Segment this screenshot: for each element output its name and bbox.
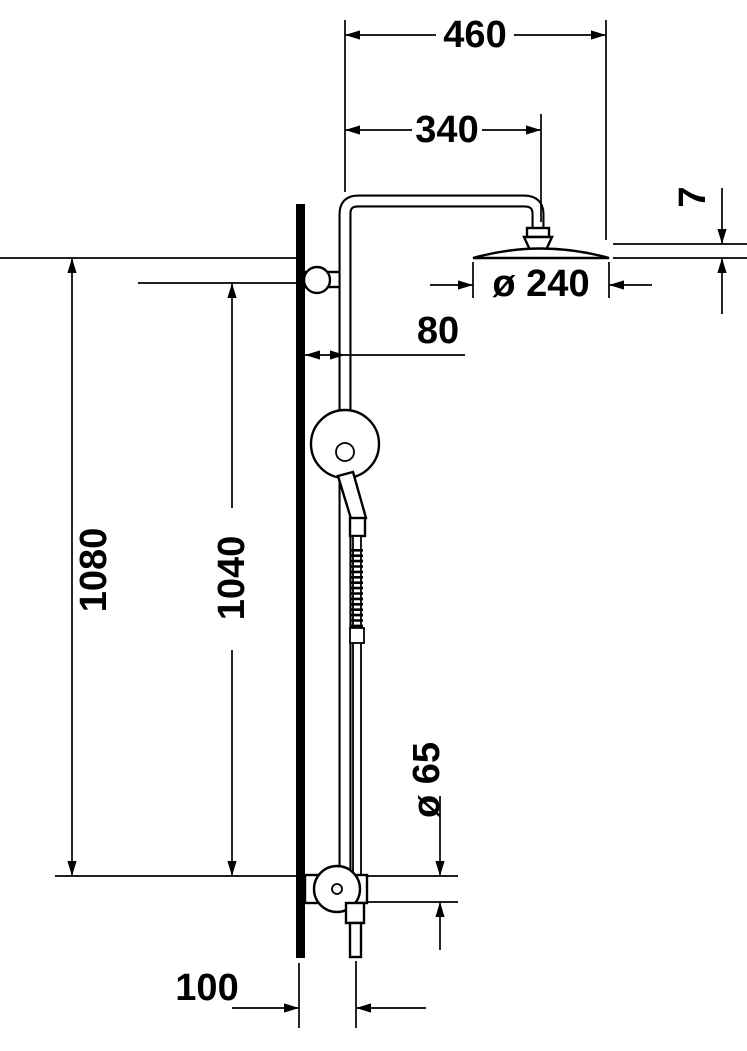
arrowhead-down [435,861,445,876]
dimension-top-width: 460 [344,14,607,240]
arrowhead-right [284,1003,299,1013]
hand-shower [309,408,381,538]
dimension-holder-height: 1040 [138,282,296,876]
arrowhead-left [609,280,624,290]
arrowhead-down [717,229,727,244]
arrowhead-up [227,283,237,298]
dimension-wall-to-pipe: 80 [305,310,465,360]
dim-label-valve-diameter: ø 65 [406,742,448,818]
shower-head [472,247,610,260]
arrowhead-left [345,30,360,40]
hose-fitting [349,627,365,644]
riser-pipe-and-arm-bore [340,196,543,878]
shower-hose [349,535,365,877]
dim-label-wall-to-pipe: 80 [417,310,459,352]
dim-label-top-width: 460 [443,14,506,56]
fixture [296,194,610,959]
dim-label-holder-height: 1040 [211,536,253,621]
dimension-valve-diameter: ø 65 [367,742,458,950]
arrowhead-up [67,258,77,273]
valve-outlet-lower [348,921,363,959]
arrowhead-left [356,1003,371,1013]
arrowhead-right [526,125,541,135]
dim-label-head-diameter: ø 240 [492,263,589,305]
arrowhead-left [305,350,320,360]
valve-outlet-upper [344,901,366,925]
arrowhead-left [345,125,360,135]
arrowhead-right [458,280,473,290]
valve-handle-dot [331,883,343,895]
dim-label-arm-projection: 340 [415,109,478,151]
dimension-total-height: 1080 [0,257,296,877]
hose-coupling [348,516,367,538]
head-connector [522,226,554,252]
dimension-arm-projection: 340 [345,109,542,222]
arrowhead-right [330,350,345,360]
dim-label-total-height: 1080 [73,528,115,613]
arrowhead-right [591,30,606,40]
dimension-bottom-projection: 100 [175,961,426,1028]
bracket-flange [302,265,332,295]
arrowhead-up [435,902,445,917]
arrowhead-up [717,258,727,273]
dimension-head-thickness: 7 [613,186,747,314]
dimensions: 460 340 7 ø 240 [0,14,747,1028]
dimension-head-diameter: ø 240 [430,262,652,305]
mixer-valve [303,864,369,959]
dim-label-bottom-projection: 100 [175,967,238,1009]
arrowhead-down [227,861,237,876]
connector-nut [525,226,551,239]
wall-bracket [302,265,343,295]
dim-label-head-thickness: 7 [672,186,714,207]
wall-line [296,204,305,958]
arrowhead-down [67,861,77,876]
holder-knob [335,442,355,462]
